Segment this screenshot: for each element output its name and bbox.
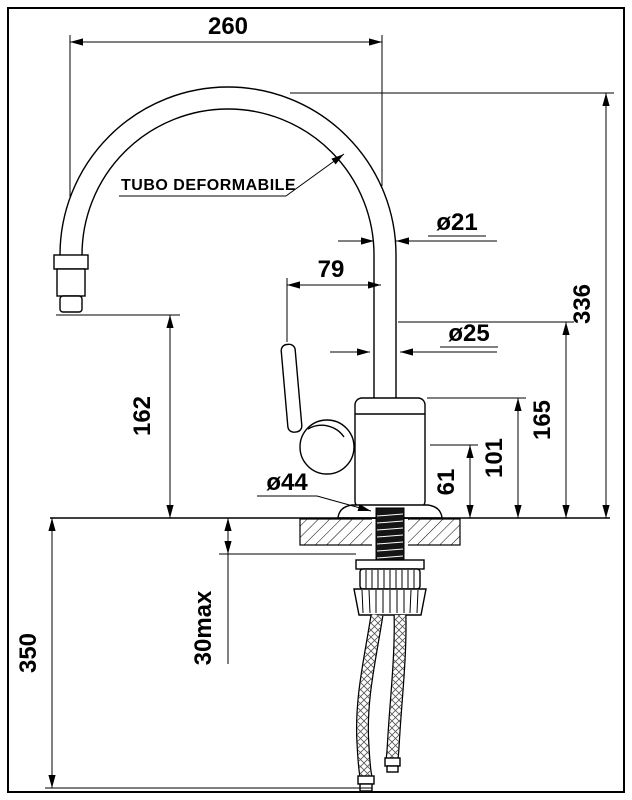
dimension-30max-label: 30max: [190, 590, 217, 665]
mounting-hardware: [353, 507, 427, 616]
dimension-350-label: 350: [15, 633, 42, 673]
hose-fitting-left: [357, 775, 375, 785]
dimension-336-label: 336: [569, 284, 596, 324]
dimension-165: 165: [398, 321, 574, 518]
dimension-dia44: ø44: [257, 469, 372, 512]
dimension-101: 101: [427, 397, 526, 518]
nut-upper-ribs: [365, 570, 415, 588]
dimension-dia44-label: ø44: [266, 469, 308, 496]
dimension-260: 260: [69, 13, 383, 197]
dimension-61-label: 61: [433, 469, 460, 496]
dimension-dia21: ø21: [338, 209, 497, 245]
dimension-101-label: 101: [481, 438, 508, 478]
mounting-washer: [355, 559, 425, 570]
deformable-tube-label: TUBO DEFORMABILE: [121, 177, 296, 194]
hose-fitting-right: [384, 757, 401, 767]
dimension-260-label: 260: [208, 13, 248, 40]
dimension-350: 350: [15, 518, 372, 789]
dimension-dia25-label: ø25: [448, 320, 489, 347]
dimension-79-label: 79: [318, 256, 345, 283]
dimension-79: 79: [286, 256, 381, 342]
deformable-tube-note: TUBO DEFORMABILE: [119, 153, 345, 197]
faucet-spout: [53, 86, 397, 398]
dimension-dia25: ø25: [330, 320, 498, 356]
dimension-61: 61: [430, 444, 478, 518]
dimension-336: 336: [290, 92, 614, 518]
dimension-162: 162: [56, 314, 180, 518]
dimension-165-label: 165: [529, 400, 556, 440]
faucet-handle: [280, 343, 355, 475]
dimension-162-label: 162: [129, 396, 156, 436]
dimension-dia21-label: ø21: [436, 209, 477, 236]
dimension-30max: 30max: [190, 518, 356, 665]
nut-lower-ribs: [361, 589, 419, 614]
flexible-hoses: [356, 614, 407, 792]
